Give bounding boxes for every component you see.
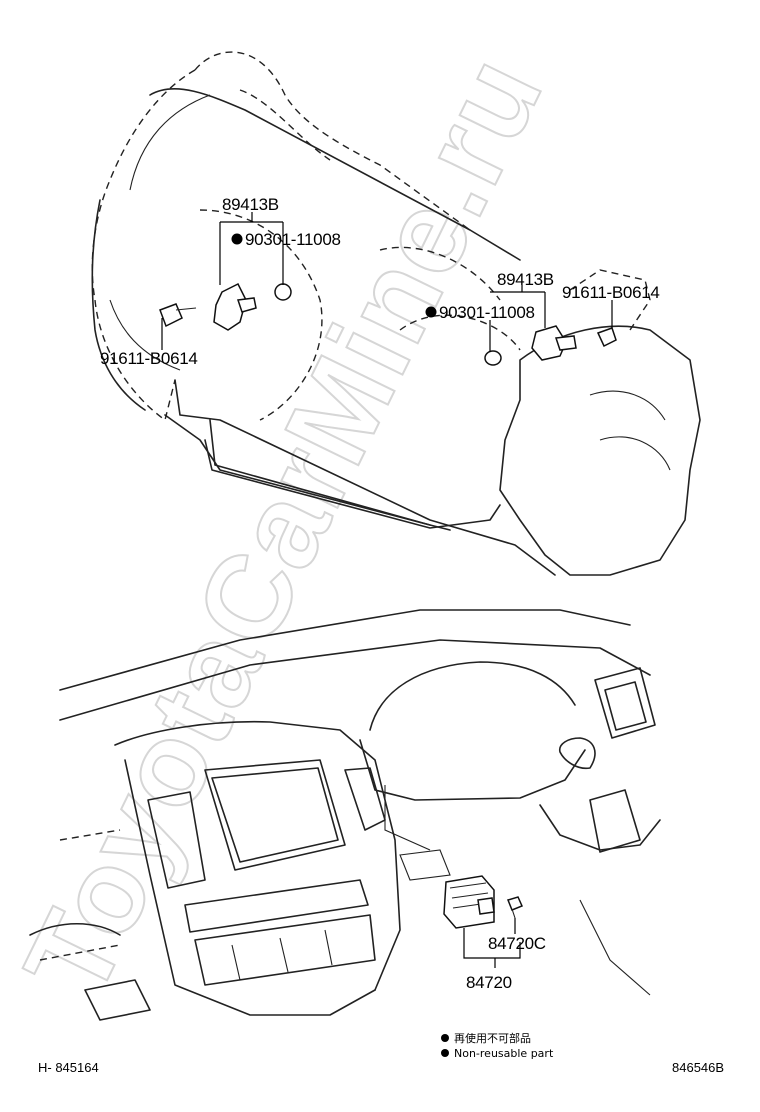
legend-non-reusable-jp: 再使用不可部品 — [454, 1031, 531, 1045]
legend-marker-en — [441, 1049, 449, 1057]
callout-bolt-left: 91611-B0614 — [100, 349, 198, 368]
non-reusable-marker — [231, 233, 243, 245]
leader-lines — [161, 212, 613, 968]
callout-oring-right: 90301-11008 — [439, 303, 535, 322]
legend-non-reusable-en: Non-reusable part — [454, 1047, 554, 1060]
diagram-code-left: H- 845164 — [38, 1060, 99, 1075]
legend-marker-jp — [441, 1034, 449, 1042]
callout-sensor-left: 89413B — [222, 195, 279, 214]
speed-sensor-left — [159, 282, 292, 331]
instrument-panel — [29, 609, 661, 1021]
callout-switch-bulb: 84720C — [488, 934, 546, 953]
switch-assembly — [443, 875, 524, 929]
diagram-code-right: 846546B — [672, 1060, 724, 1075]
callout-bolt-right: 91611-B0614 — [562, 283, 660, 302]
non-reusable-marker — [425, 306, 437, 318]
callout-sensor-right: 89413B — [497, 270, 554, 289]
speed-sensor-right — [484, 325, 617, 366]
watermark-text: ToyotaCarMine.ru — [0, 36, 568, 1016]
transmission-housing — [91, 51, 701, 576]
callout-switch-assy: 84720 — [466, 973, 512, 992]
callout-oring-left: 90301-11008 — [245, 230, 341, 249]
